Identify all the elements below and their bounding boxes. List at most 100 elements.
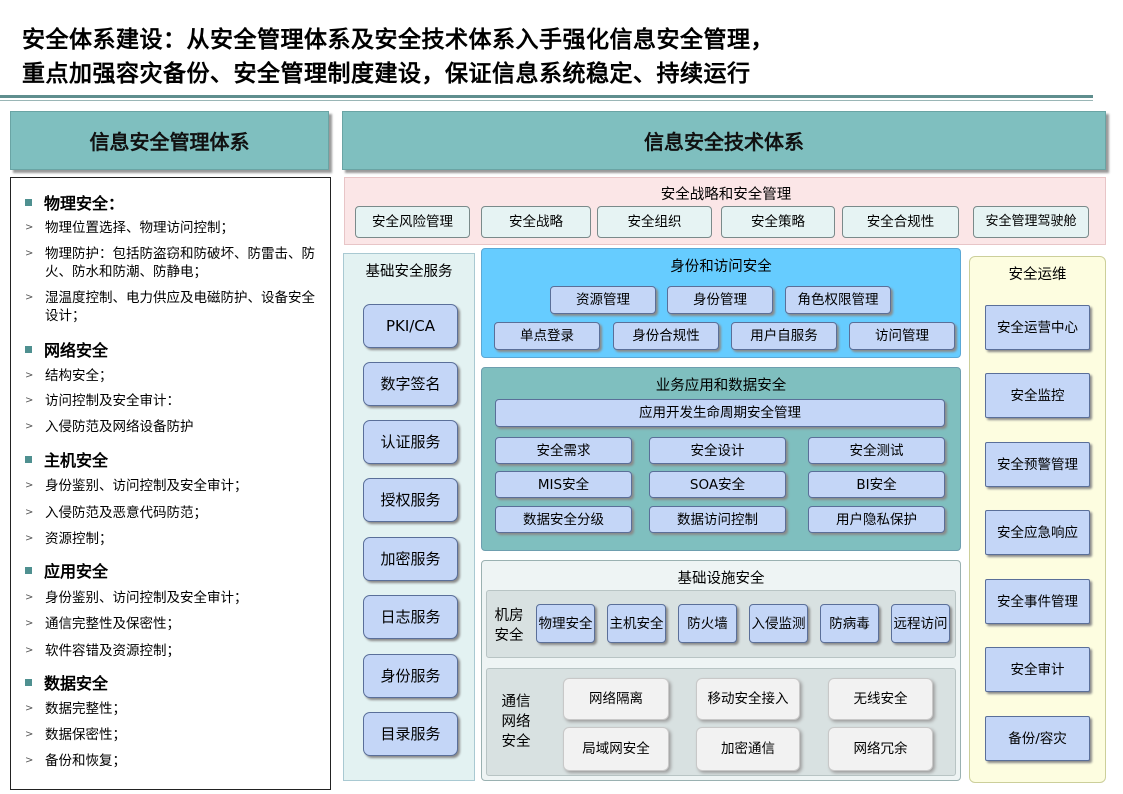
arrow-bullet-icon: >	[25, 421, 34, 432]
section-heading: 物理安全：	[25, 190, 124, 214]
room-security-label: 机房 安全	[494, 608, 524, 644]
list-item: >访问控制及安全审计：	[25, 393, 180, 409]
business-item: 数据访问控制	[649, 506, 786, 533]
operations-item: 安全预警管理	[985, 442, 1090, 487]
strategy-item: 安全策略	[721, 206, 835, 238]
strategy-item: 安全战略	[481, 206, 591, 238]
square-bullet-icon	[25, 678, 32, 686]
identity-item: 访问管理	[849, 322, 955, 350]
service-item: 授权服务	[363, 478, 458, 522]
identity-item: 用户自服务	[731, 322, 837, 350]
list-item: >入侵防范及恶意代码防范；	[25, 505, 207, 521]
arrow-bullet-icon: >	[25, 618, 34, 629]
network-item: 网络冗余	[828, 727, 933, 771]
title-divider	[0, 95, 1093, 98]
square-bullet-icon	[25, 198, 32, 206]
arrow-bullet-icon: >	[25, 480, 34, 491]
strategy-item: 安全风险管理	[355, 206, 470, 238]
list-item: >备份和恢复；	[25, 753, 126, 769]
business-item: 数据安全分级	[495, 506, 632, 533]
service-item: 加密服务	[363, 537, 458, 581]
business-item: 用户隐私保护	[808, 506, 945, 533]
network-item: 网络隔离	[563, 678, 669, 720]
business-item: SOA安全	[649, 471, 786, 498]
list-item: >湿温度控制、电力供应及电磁防护、设备安全设计；	[25, 290, 315, 324]
service-item: 目录服务	[363, 712, 458, 756]
section-heading: 网络安全	[25, 337, 108, 361]
operations-item: 安全事件管理	[985, 579, 1090, 624]
identity-item: 身份合规性	[613, 322, 719, 350]
business-item: 安全需求	[495, 437, 632, 464]
operations-item: 安全应急响应	[985, 510, 1090, 555]
identity-item: 角色权限管理	[785, 286, 891, 314]
arrow-bullet-icon: >	[25, 592, 34, 603]
section-heading: 应用安全	[25, 558, 108, 582]
network-item: 无线安全	[828, 678, 933, 720]
arrow-bullet-icon: >	[25, 755, 34, 766]
operations-item: 安全审计	[985, 647, 1090, 692]
identity-item: 身份管理	[667, 286, 773, 314]
operations-item: 安全监控	[985, 373, 1090, 418]
list-item: >数据保密性；	[25, 727, 126, 743]
service-item: 身份服务	[363, 654, 458, 698]
page-title-line1: 安全体系建设：从安全管理体系及安全技术体系入手强化信息安全管理，	[22, 27, 774, 53]
operations-title: 安全运维	[1008, 267, 1067, 283]
square-bullet-icon	[25, 455, 32, 463]
arrow-bullet-icon: >	[25, 370, 34, 381]
business-item: 安全设计	[649, 437, 786, 464]
operations-item: 备份/容灾	[985, 716, 1090, 761]
service-item: 日志服务	[363, 595, 458, 639]
page-title-line2: 重点加强容灾备份、安全管理制度建设，保证信息系统稳定、持续运行	[22, 61, 751, 87]
business-title: 业务应用和数据安全	[655, 378, 787, 394]
list-item: >数据完整性；	[25, 701, 126, 717]
arrow-bullet-icon: >	[25, 222, 34, 233]
operations-item: 安全运营中心	[985, 305, 1090, 350]
square-bullet-icon	[25, 566, 32, 574]
service-item: 数字签名	[363, 362, 458, 406]
identity-item: 资源管理	[550, 286, 656, 314]
list-item: >身份鉴别、访问控制及安全审计；	[25, 478, 248, 494]
service-item: 认证服务	[363, 420, 458, 464]
arrow-bullet-icon: >	[25, 395, 34, 406]
business-item: 安全测试	[808, 437, 945, 464]
section-heading: 主机安全	[25, 447, 108, 471]
arrow-bullet-icon: >	[25, 248, 34, 259]
list-item: >物理位置选择、物理访问控制；	[25, 220, 234, 236]
management-panel: 物理安全： >物理位置选择、物理访问控制； >物理防护：包括防盗窃和防破坏、防雷…	[10, 177, 331, 790]
business-item: BI安全	[808, 471, 945, 498]
network-security-label: 通信 网络 安全	[501, 694, 531, 750]
room-item: 入侵监测	[749, 604, 808, 643]
list-item: >结构安全；	[25, 368, 113, 384]
business-item: MIS安全	[495, 471, 632, 498]
arrow-bullet-icon: >	[25, 703, 34, 714]
arrow-bullet-icon: >	[25, 645, 34, 656]
room-item: 主机安全	[607, 604, 666, 643]
infrastructure-title: 基础设施安全	[677, 571, 765, 587]
identity-title: 身份和访问安全	[670, 259, 772, 275]
list-item: >通信完整性及保密性；	[25, 616, 180, 632]
lifecycle-item: 应用开发生命周期安全管理	[495, 399, 945, 427]
strategy-item: 安全管理驾驶舱	[973, 206, 1089, 238]
basic-services-title: 基础安全服务	[365, 264, 453, 280]
room-item: 防火墙	[678, 604, 737, 643]
strategy-item: 安全合规性	[842, 206, 959, 238]
title-divider-thin	[0, 100, 1093, 101]
arrow-bullet-icon: >	[25, 292, 34, 303]
list-item: >物理防护：包括防盗窃和防破坏、防雷击、防火、防水和防潮、防静电；	[25, 246, 315, 280]
arrow-bullet-icon: >	[25, 729, 34, 740]
room-item: 物理安全	[536, 604, 595, 643]
management-header: 信息安全管理体系	[10, 111, 329, 170]
technology-header: 信息安全技术体系	[342, 111, 1106, 170]
room-item: 远程访问	[891, 604, 950, 643]
network-item: 加密通信	[696, 727, 800, 771]
identity-item: 单点登录	[494, 322, 600, 350]
network-item: 移动安全接入	[696, 678, 800, 720]
room-item: 防病毒	[820, 604, 879, 643]
service-item: PKI/CA	[363, 304, 458, 348]
square-bullet-icon	[25, 345, 32, 353]
network-item: 局域网安全	[563, 727, 669, 771]
strategy-title: 安全战略和安全管理	[660, 187, 792, 203]
list-item: >软件容错及资源控制；	[25, 643, 180, 659]
arrow-bullet-icon: >	[25, 507, 34, 518]
list-item: >身份鉴别、访问控制及安全审计；	[25, 590, 248, 606]
